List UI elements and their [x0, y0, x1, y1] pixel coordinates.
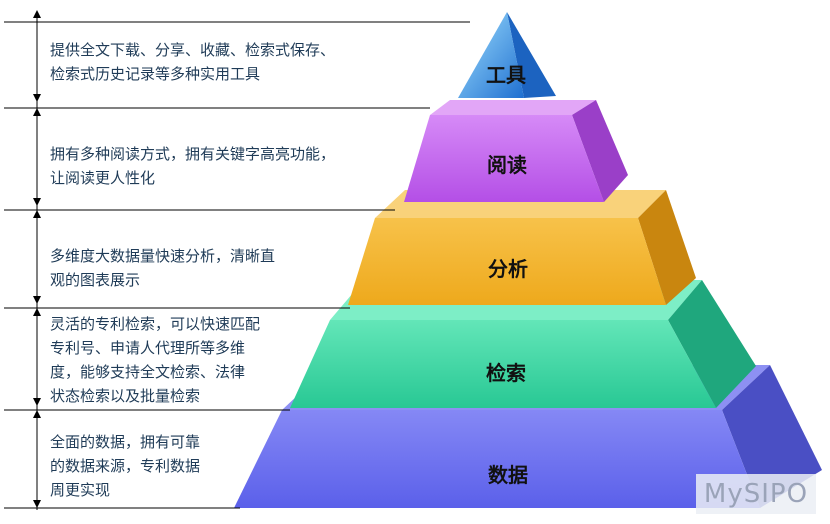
tier-reading-front: [404, 115, 604, 202]
description-line: 拥有多种阅读方式，拥有关键字高亮功能，: [50, 145, 336, 163]
tier-search-front: [290, 320, 716, 408]
description-line: 周更实现: [50, 481, 111, 499]
tier-analysis-label: 分析: [488, 257, 528, 281]
description-line: 的数据来源，专利数据: [50, 457, 201, 475]
tier-reading-description: 拥有多种阅读方式，拥有关键字高亮功能， 让阅读更人性化: [50, 142, 335, 190]
tier-reading-side: [572, 100, 628, 202]
description-line: 多维度大数据量快速分析，清晰直: [50, 247, 276, 265]
arrow-marks: [33, 10, 41, 508]
tier-data-description: 全面的数据，拥有可靠 的数据来源，专利数据 周更实现: [50, 430, 200, 502]
description-line: 专利号、申请人代理所等多维: [50, 339, 246, 357]
description-line: 灵活的专利检索，可以快速匹配: [50, 315, 261, 333]
tier-tools-front: [458, 12, 524, 98]
description-line: 提供全文下载、分享、收藏、检索式保存、: [50, 41, 336, 59]
tier-reading-label: 阅读: [487, 153, 527, 177]
tier-reading-top: [430, 100, 596, 115]
tier-search-description: 灵活的专利检索，可以快速匹配 专利号、申请人代理所等多维 度，能够支持全文检索、…: [50, 312, 260, 408]
watermark-logo: MySIPO: [696, 474, 816, 514]
tier-data-side: [722, 365, 822, 508]
tier-analysis-description: 多维度大数据量快速分析，清晰直 观的图表展示: [50, 244, 275, 292]
tier-analysis-side: [638, 190, 696, 305]
tier-tools-description: 提供全文下载、分享、收藏、检索式保存、 检索式历史记录等多种实用工具: [50, 38, 335, 86]
description-line: 检索式历史记录等多种实用工具: [50, 65, 261, 83]
description-line: 度，能够支持全文检索、法律: [50, 363, 246, 381]
tier-tools: 工具: [458, 12, 556, 98]
watermark-text: MySIPO: [703, 479, 809, 509]
description-line: 状态检索以及批量检索: [50, 387, 201, 405]
tier-search-side: [668, 280, 756, 408]
tier-analysis: 分析: [348, 190, 696, 305]
bracket: [4, 10, 470, 510]
tier-analysis-front: [348, 218, 666, 305]
tier-data-front: [234, 410, 760, 508]
tier-reading: 阅读: [404, 100, 628, 202]
description-line: 全面的数据，拥有可靠: [50, 433, 201, 451]
tier-tools-side: [507, 12, 556, 98]
description-line: 观的图表展示: [50, 271, 141, 289]
tier-data-label: 数据: [488, 463, 528, 487]
tier-search-label: 检索: [486, 361, 526, 385]
tier-tools-label: 工具: [486, 63, 526, 87]
description-line: 让阅读更人性化: [50, 169, 156, 187]
